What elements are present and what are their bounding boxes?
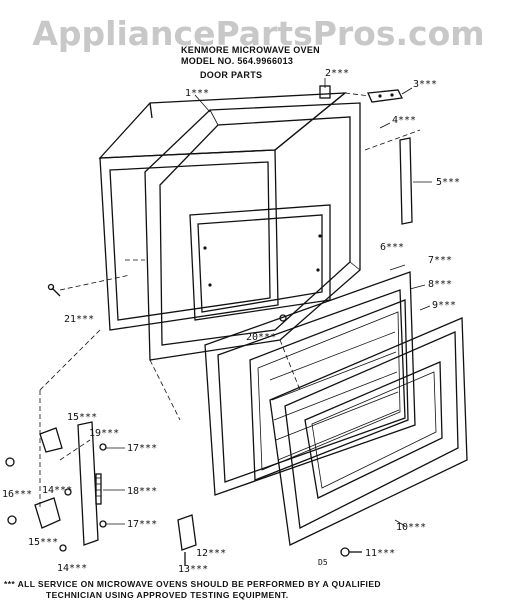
label-part-18: 18***: [127, 486, 158, 497]
latch-12: [177, 514, 197, 566]
footer-note-line1: *** ALL SERVICE ON MICROWAVE OVENS SHOUL…: [4, 579, 381, 589]
label-part-5: 5***: [436, 177, 461, 188]
label-part-10: 10***: [396, 522, 427, 533]
screw-16-lower: [7, 515, 17, 525]
label-part-17-upper: 17***: [127, 443, 158, 454]
screw-14-lower: [59, 544, 67, 552]
label-part-15-lower: 15***: [28, 537, 59, 548]
label-part-13: 13***: [178, 564, 209, 575]
screw-14-upper: [64, 488, 72, 496]
label-part-4: 4***: [392, 115, 417, 126]
diagram-code: D5: [318, 558, 328, 567]
label-part-8: 8***: [428, 279, 453, 290]
header-title: KENMORE MICROWAVE OVEN: [181, 45, 320, 55]
watermark-text: AppliancePartsPros.com: [32, 14, 485, 53]
hinge-bracket: [367, 87, 413, 103]
label-part-14-lower: 14***: [57, 563, 88, 574]
door-panel: [144, 102, 361, 361]
hook-15-lower: [34, 497, 61, 529]
label-part-7: 7***: [428, 255, 453, 266]
label-part-20: 20***: [246, 332, 277, 343]
label-part-17-lower: 17***: [127, 519, 158, 530]
top-clip: [319, 78, 331, 99]
mesh-screen: [249, 299, 409, 481]
label-part-12: 12***: [196, 548, 227, 559]
choke-frame: [204, 271, 416, 496]
label-part-21: 21***: [64, 314, 95, 325]
label-part-19: 19***: [89, 428, 120, 439]
footer-note-line2: TECHNICIAN USING APPROVED TESTING EQUIPM…: [46, 590, 289, 600]
label-part-11: 11***: [365, 548, 396, 559]
screw-11: [340, 547, 362, 557]
screw-21: [47, 283, 61, 297]
label-part-14-upper: 14***: [42, 485, 73, 496]
header-model: MODEL NO. 564.9966013: [181, 56, 294, 66]
hook-15-upper: [39, 427, 63, 453]
label-part-2: 2***: [325, 68, 350, 79]
label-part-9: 9***: [432, 300, 457, 311]
latch-bar: [77, 421, 107, 546]
header-section: DOOR PARTS: [200, 70, 263, 80]
screw-16-upper: [5, 457, 15, 467]
label-part-3: 3***: [413, 79, 438, 90]
side-strip: [399, 137, 432, 225]
outer-trim: [269, 317, 468, 546]
label-part-1: 1***: [185, 88, 210, 99]
label-part-6: 6***: [380, 242, 405, 253]
label-part-16: 16***: [2, 489, 33, 500]
label-part-15-upper: 15***: [67, 412, 98, 423]
